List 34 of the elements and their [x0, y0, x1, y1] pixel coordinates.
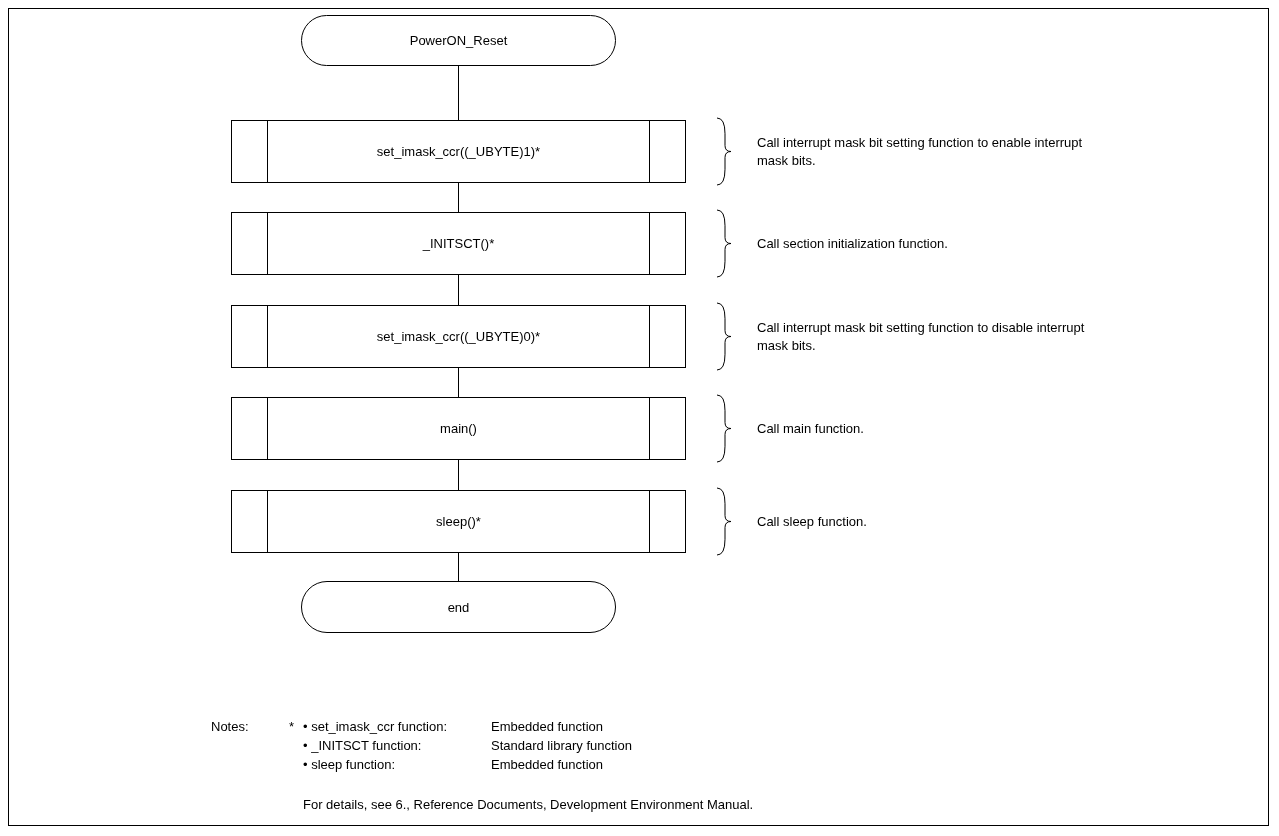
connector-line [458, 65, 459, 121]
note-text: Embedded function [491, 719, 604, 734]
node-label: sleep()* [436, 514, 481, 529]
node-label: set_imask_ccr((_UBYTE)0)* [376, 329, 541, 344]
annotation-text: Call interrupt mask bit setting function to disable interrupt mask bits. [757, 318, 1086, 355]
connector-line [458, 274, 459, 306]
annotation-text: Call interrupt mask bit setting function to enable interrupt mask bits. [757, 133, 1084, 170]
note-text: Embedded function [491, 757, 604, 772]
subroutine-box [231, 397, 686, 460]
terminator-shape [301, 15, 616, 66]
node-label: _INITSCT()* [422, 236, 495, 251]
subroutine-box [231, 212, 686, 275]
note-text: Notes: [211, 719, 249, 734]
subroutine-box [231, 490, 686, 553]
note-text: Standard library function [491, 738, 632, 753]
note-text: • sleep function: [303, 757, 395, 772]
node-label: set_imask_ccr((_UBYTE)1)* [376, 144, 541, 159]
connector-line [458, 367, 459, 398]
annotation-text: Call main function. [757, 419, 865, 438]
note-text: For details, see 6., Reference Documents, Development Environment Manual. [303, 797, 754, 812]
node-label: end [447, 599, 470, 615]
terminator-shape [301, 581, 616, 633]
connector-line [458, 459, 459, 491]
annotation-text: Call sleep function. [757, 512, 868, 531]
annotation-text: Call section initialization function. [757, 234, 949, 253]
subroutine-box [231, 305, 686, 368]
subroutine-box [231, 120, 686, 183]
node-label: PowerON_Reset [409, 33, 508, 48]
connector-line [458, 552, 459, 582]
node-label: main() [440, 421, 477, 436]
note-text: • set_imask_ccr function: [303, 719, 447, 734]
note-text: • _INITSCT function: [303, 738, 422, 753]
note-text: * [289, 719, 295, 734]
connector-line [458, 182, 459, 213]
